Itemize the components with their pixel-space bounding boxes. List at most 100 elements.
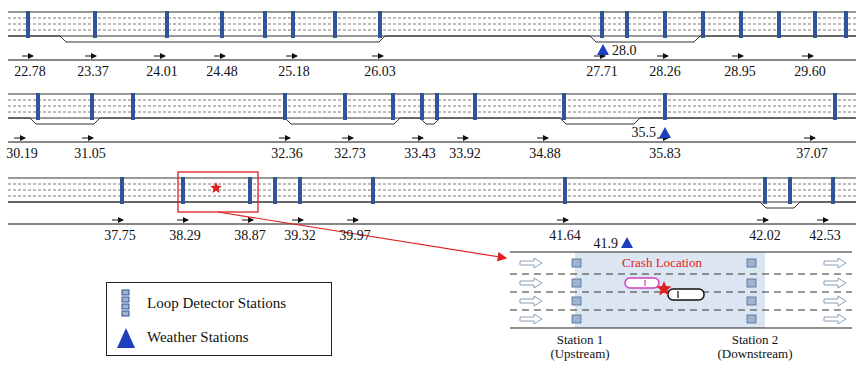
vehicle-window xyxy=(644,280,645,286)
loop-detector-station xyxy=(165,11,169,38)
crash-star xyxy=(656,281,671,296)
loop-detector-station xyxy=(26,11,30,38)
milepost-arrow xyxy=(279,138,290,139)
callout-arrow xyxy=(218,212,506,258)
milepost-label: 39.32 xyxy=(284,228,316,243)
milepost-label: 25.18 xyxy=(278,64,310,79)
milepost-label: 42.53 xyxy=(809,228,841,243)
crash-star xyxy=(210,182,221,193)
loop-detector-station xyxy=(739,11,743,38)
milepost-label: 28.26 xyxy=(649,64,681,79)
milepost-arrow xyxy=(14,138,25,139)
legend-entry: Loop Detector Stations xyxy=(115,288,286,318)
station-label: Station 1 (Upstream) xyxy=(534,333,626,362)
loop-detector xyxy=(747,297,756,305)
loop-detector-station xyxy=(36,93,40,120)
milepost-arrow xyxy=(347,220,358,221)
milepost-arrow xyxy=(457,138,468,139)
loop-detector-station xyxy=(777,11,781,38)
weather-station-label: 28.0 xyxy=(612,43,637,58)
milepost-arrow xyxy=(154,56,165,57)
milepost-arrow xyxy=(177,220,188,221)
weather-triangle xyxy=(117,328,135,348)
loop-detector xyxy=(747,279,756,287)
milepost-label: 33.43 xyxy=(404,146,436,161)
road-edge xyxy=(510,327,852,328)
loop-detector-station xyxy=(378,11,382,38)
milepost-arrow xyxy=(342,138,353,139)
loop-detector-station xyxy=(600,11,604,38)
traffic-direction-arrow xyxy=(520,258,542,268)
lane-line xyxy=(8,190,856,191)
road-edge xyxy=(8,93,856,94)
loop-detector-station xyxy=(663,11,667,38)
loop-detector-station xyxy=(831,177,835,204)
legend-entry: Weather Stations xyxy=(115,322,249,352)
loop-detector-station xyxy=(273,177,277,204)
lane-line xyxy=(510,310,852,311)
loop-detector xyxy=(572,279,581,287)
crash-location-label: Crash Location xyxy=(622,256,702,270)
lane-line xyxy=(8,184,856,185)
milepost-arrow xyxy=(85,56,96,57)
crash-highlight-box xyxy=(178,172,258,212)
loop-detector-station xyxy=(625,11,629,38)
loop-detector-station xyxy=(181,177,185,204)
loop-detector-station xyxy=(283,93,287,120)
milepost-label: 23.37 xyxy=(77,64,109,79)
milepost-arrow xyxy=(802,56,813,57)
loop-detector-station xyxy=(473,93,477,120)
milepost-axis xyxy=(8,142,856,143)
milepost-arrow xyxy=(82,138,93,139)
traffic-direction-arrow xyxy=(520,314,542,324)
milepost-arrow xyxy=(412,138,423,139)
road-edge xyxy=(510,251,852,252)
milepost-label: 26.03 xyxy=(364,64,396,79)
detector-square xyxy=(122,304,129,309)
vehicle xyxy=(668,289,704,300)
loop-detector-station xyxy=(291,11,295,38)
lane-line xyxy=(510,274,852,275)
traffic-direction-arrow xyxy=(824,314,846,324)
traffic-direction-arrow xyxy=(824,258,846,268)
milepost-label: 29.60 xyxy=(794,64,826,79)
milepost-arrow xyxy=(242,220,253,221)
milepost-label: 42.02 xyxy=(749,228,781,243)
weather-station-symbol xyxy=(597,44,609,55)
legend-text: Loop Detector Stations xyxy=(147,295,286,312)
traffic-direction-arrow xyxy=(824,296,846,306)
loop-detector xyxy=(572,259,581,267)
road-edge xyxy=(8,177,856,178)
loop-detector-station xyxy=(248,177,252,204)
traffic-direction-arrow xyxy=(824,278,846,288)
loop-detector-station xyxy=(391,93,395,120)
milepost-label: 37.75 xyxy=(104,228,136,243)
loop-detector-station xyxy=(263,11,267,38)
loop-detector-station xyxy=(562,93,566,120)
milepost-label: 24.48 xyxy=(206,64,238,79)
milepost-arrow xyxy=(804,138,815,139)
loop-detector xyxy=(572,315,581,323)
loop-detector-station xyxy=(298,177,302,204)
loop-detector-station xyxy=(844,11,848,38)
milepost-arrow xyxy=(292,220,303,221)
milepost-label: 24.01 xyxy=(146,64,178,79)
milepost-label: 35.83 xyxy=(649,146,681,161)
vehicle xyxy=(625,278,659,288)
milepost-label: 30.19 xyxy=(6,146,38,161)
road-shoulder xyxy=(8,202,856,208)
loop-detector-station xyxy=(120,177,124,204)
milepost-arrow xyxy=(22,56,33,57)
weather-legend-symbol xyxy=(115,322,137,352)
milepost-label: 39.97 xyxy=(339,228,371,243)
loop-detector-station xyxy=(93,11,97,38)
milepost-label: 28.95 xyxy=(724,64,756,79)
milepost-arrow xyxy=(817,220,828,221)
milepost-label: 22.78 xyxy=(14,64,46,79)
loop-detector-station xyxy=(763,177,767,204)
loop-detector-station xyxy=(813,11,817,38)
milepost-label: 38.87 xyxy=(234,228,266,243)
milepost-axis xyxy=(8,224,856,225)
milepost-arrow xyxy=(557,220,568,221)
milepost-arrow xyxy=(732,56,743,57)
